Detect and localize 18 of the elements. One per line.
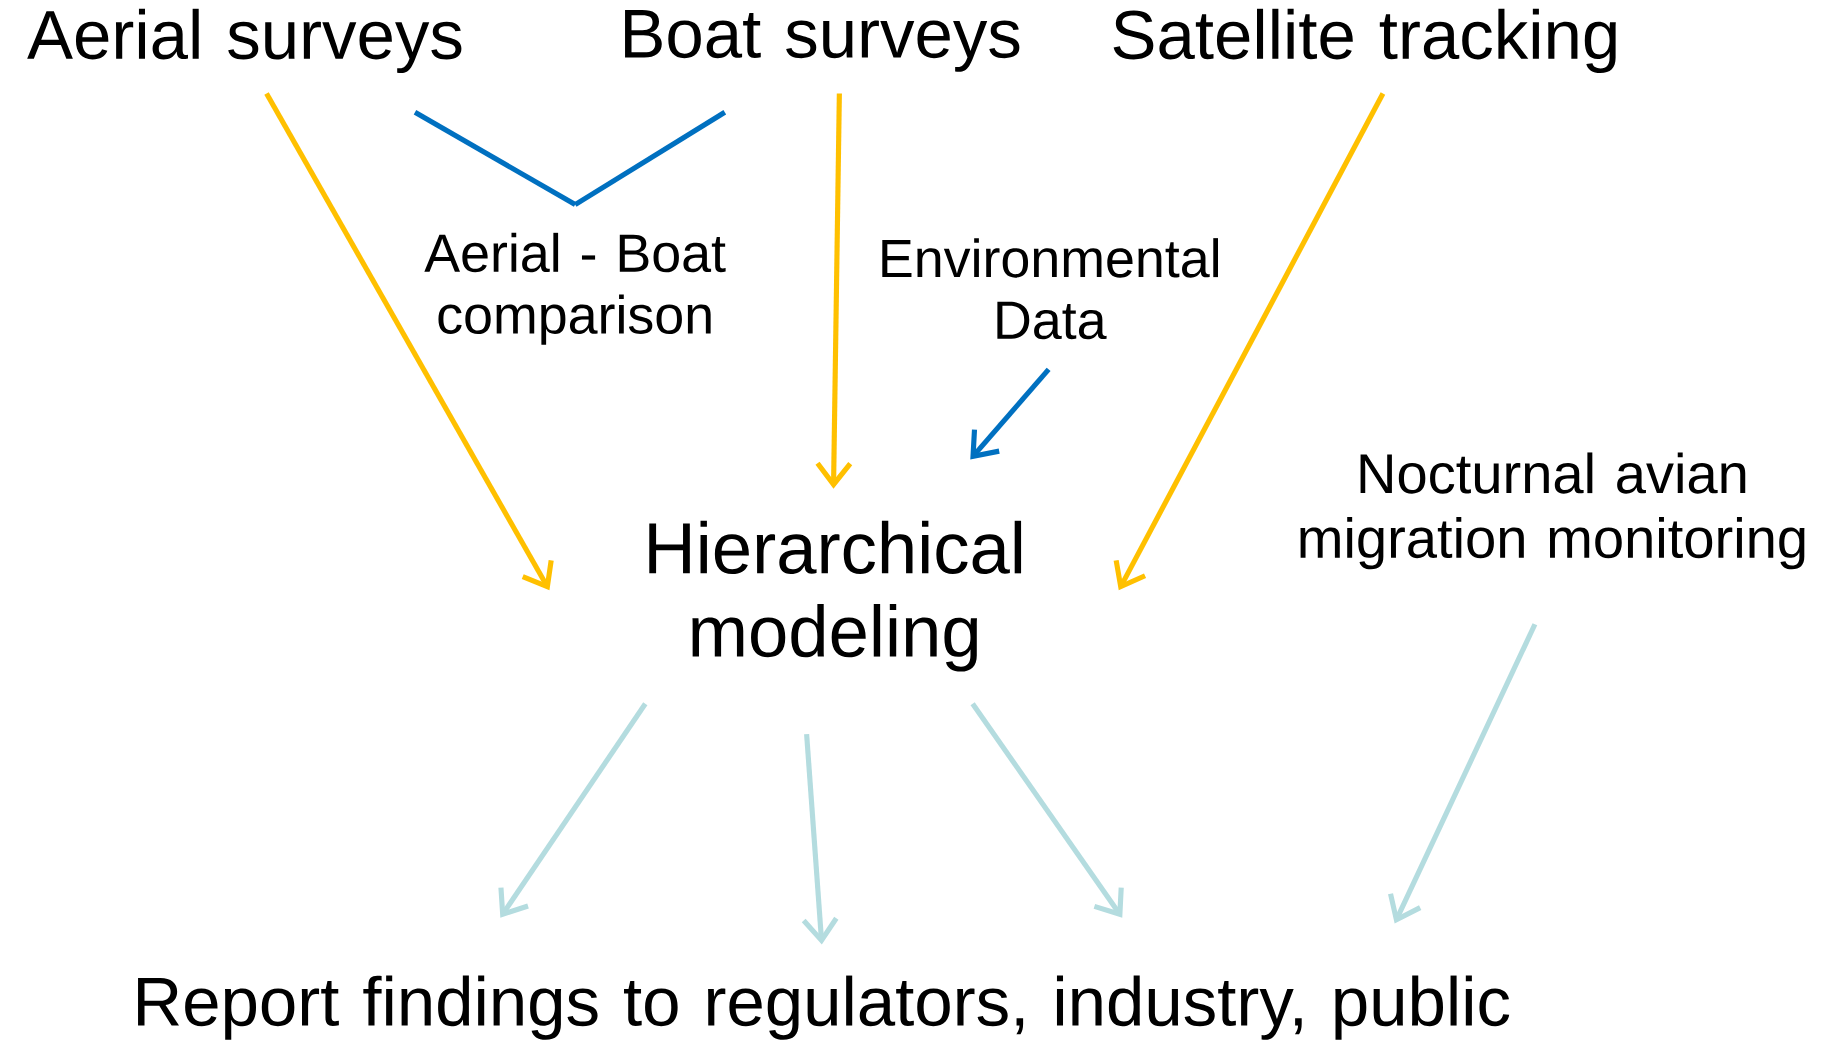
arrow — [815, 93, 853, 489]
node-label: Environmental Data — [882, 237, 1218, 340]
arrow — [801, 733, 839, 945]
node-label: Aerial surveys — [27, 8, 462, 73]
node-label: Report findings to regulators, industry, public — [138, 975, 1510, 1040]
node-label: Hierarchical modeling — [649, 520, 1022, 672]
node-label: Satellite tracking — [1113, 8, 1616, 73]
node-label: Boat surveys — [625, 9, 1020, 72]
arrow — [498, 702, 648, 918]
arrow — [970, 702, 1124, 918]
connector-line — [573, 109, 727, 207]
arrow — [264, 92, 554, 591]
arrow — [1113, 92, 1386, 591]
connector-line — [413, 109, 577, 207]
node-label: Aerial - Boat comparison — [424, 232, 726, 345]
arrow — [970, 367, 1051, 460]
arrow — [1388, 622, 1538, 924]
node-label: Nocturnal avian migration monitoring — [1300, 452, 1805, 570]
